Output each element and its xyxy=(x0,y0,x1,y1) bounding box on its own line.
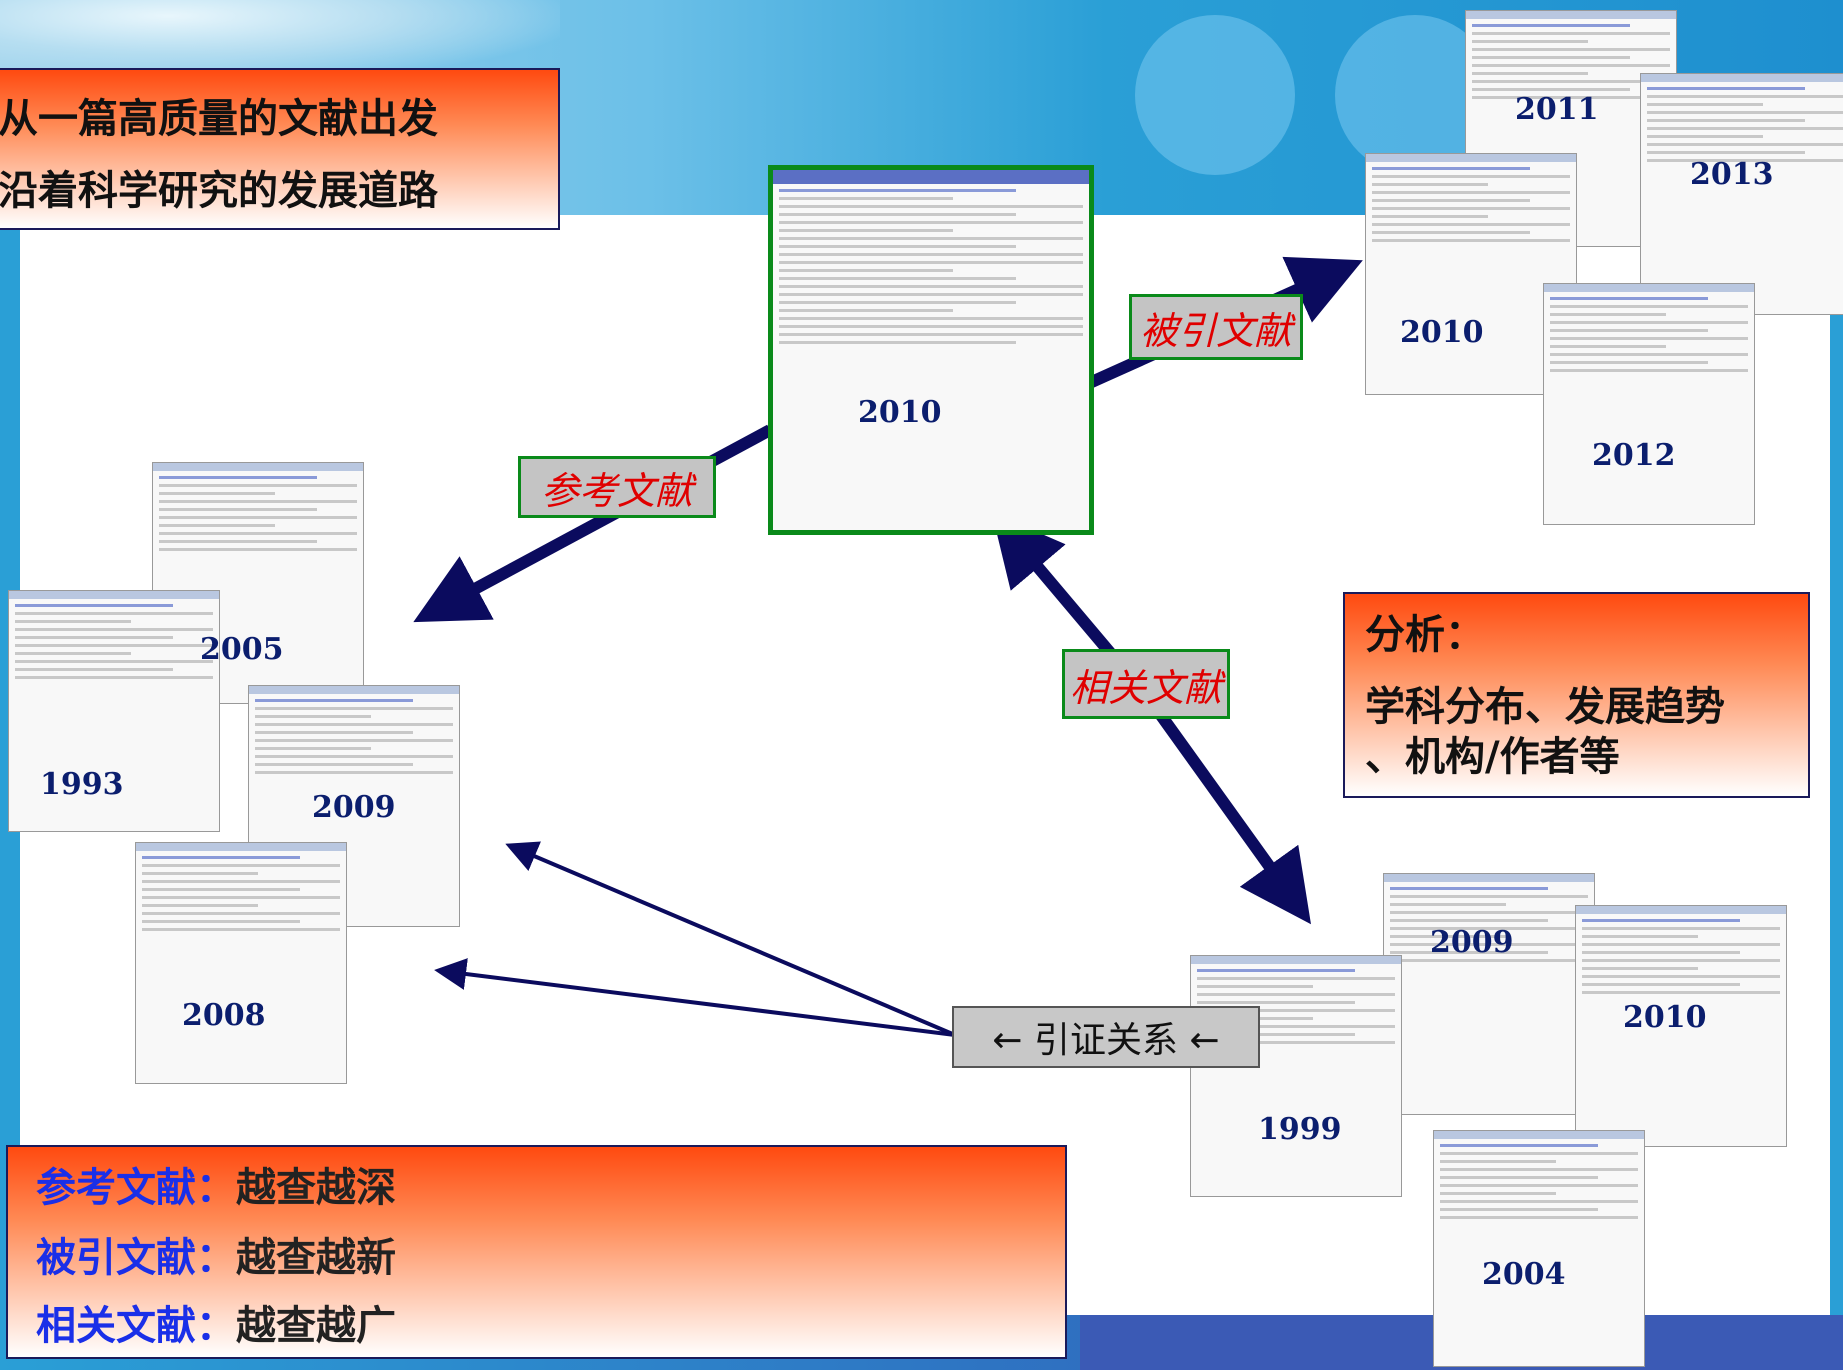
analysis-line-1: 学科分布、发展趋势 xyxy=(1365,684,1725,730)
reference-year: 1993 xyxy=(40,767,124,802)
related-label: 相关文献 xyxy=(1062,649,1230,719)
summary-label: 参考文献： xyxy=(36,1165,236,1211)
cited-document xyxy=(1365,153,1577,395)
related-year: 2009 xyxy=(1430,925,1514,960)
summary-text: 越查越广 xyxy=(236,1303,396,1349)
analysis-title: 分析： xyxy=(1365,612,1485,658)
citation-relation-label: ← 引证关系 ← xyxy=(952,1006,1260,1068)
header-photo xyxy=(0,0,560,80)
reference-year: 2005 xyxy=(200,632,284,667)
related-document xyxy=(1575,905,1787,1147)
related-year: 2010 xyxy=(1623,1000,1707,1035)
summary-label: 被引文献： xyxy=(36,1235,236,1281)
summary-row: 参考文献：越查越深 xyxy=(36,1155,396,1213)
cited-year: 2012 xyxy=(1592,438,1676,473)
decor-circle xyxy=(1135,15,1295,175)
reference-year: 2009 xyxy=(312,790,396,825)
cited-year: 2013 xyxy=(1690,157,1774,192)
references-label: 参考文献 xyxy=(518,456,716,518)
reference-document xyxy=(135,842,347,1084)
cited-year: 2010 xyxy=(1400,315,1484,350)
intro-line-1: 从一篇高质量的文献出发 xyxy=(0,96,438,142)
cited-document xyxy=(1543,283,1755,525)
cited-label: 被引文献 xyxy=(1129,294,1303,360)
center-year: 2010 xyxy=(858,395,942,430)
citation-arrow-1 xyxy=(505,841,956,1037)
related-document xyxy=(1190,955,1402,1197)
analysis-line-2: 、机构/作者等 xyxy=(1365,734,1620,780)
summary-row: 相关文献：越查越广 xyxy=(36,1293,396,1351)
related-year: 1999 xyxy=(1258,1112,1342,1147)
reference-document xyxy=(8,590,220,832)
summary-row: 被引文献：越查越新 xyxy=(36,1225,396,1283)
citation-arrow-2 xyxy=(434,958,956,1037)
related-document xyxy=(1433,1130,1645,1367)
cited-year: 2011 xyxy=(1515,92,1599,127)
analysis-box: 分析： 学科分布、发展趋势 、机构/作者等 xyxy=(1343,592,1810,798)
summary-box: 参考文献：越查越深 被引文献：越查越新 相关文献：越查越广 xyxy=(6,1145,1067,1359)
summary-text: 越查越新 xyxy=(236,1235,396,1281)
related-year: 2004 xyxy=(1482,1257,1566,1292)
center-document xyxy=(768,165,1094,535)
intro-line-2: 沿着科学研究的发展道路 xyxy=(0,168,438,214)
related-arrow-down xyxy=(1145,696,1311,925)
cited-document xyxy=(1640,73,1843,315)
reference-year: 2008 xyxy=(182,998,266,1033)
summary-label: 相关文献： xyxy=(36,1303,236,1349)
summary-text: 越查越深 xyxy=(236,1165,396,1211)
related-document xyxy=(1383,873,1595,1115)
intro-box: 从一篇高质量的文献出发 沿着科学研究的发展道路 xyxy=(0,68,560,230)
